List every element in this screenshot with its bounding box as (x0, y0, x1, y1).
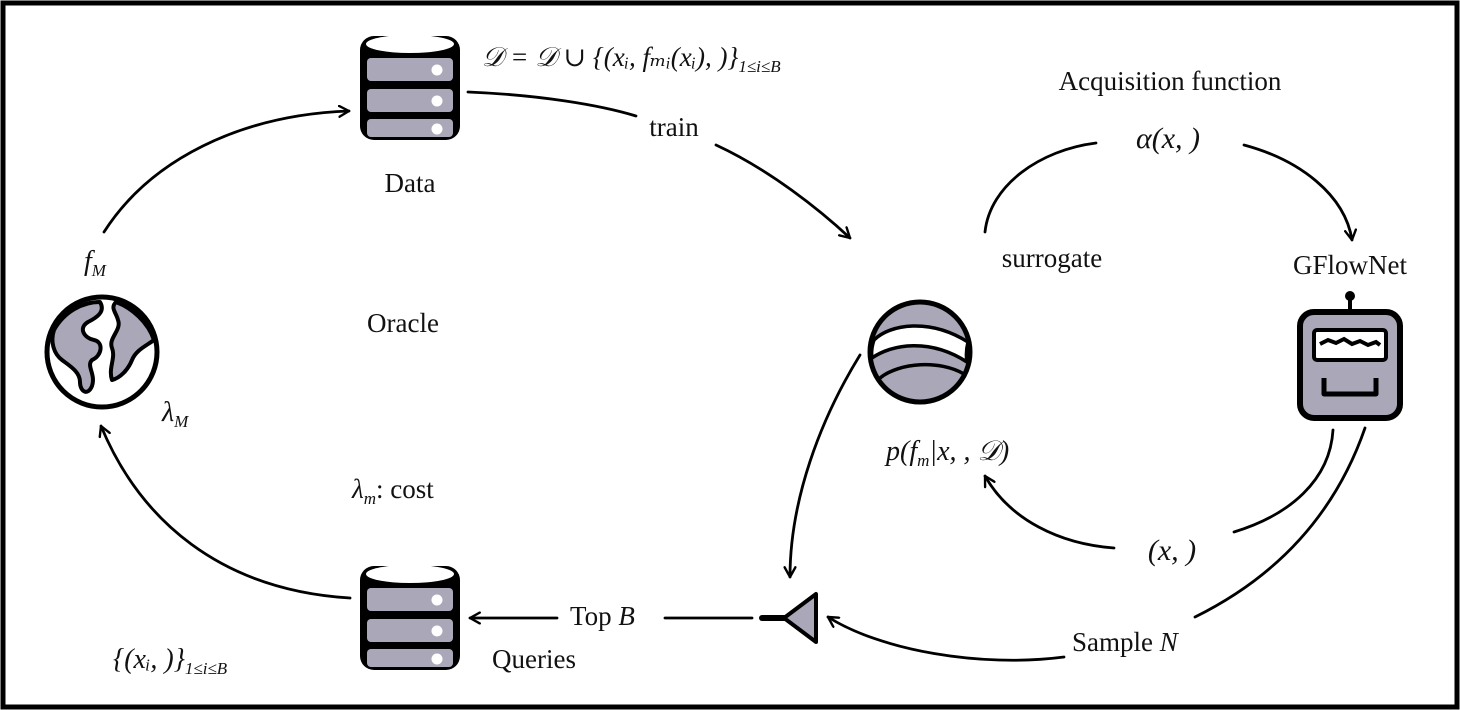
globe-icon (44, 294, 160, 410)
arrow-surrogate-to-funnel (790, 353, 862, 579)
arrow-oracle-to-data (102, 111, 351, 234)
top-b-label: Top B (570, 601, 635, 631)
funnel-icon (759, 592, 818, 644)
posterior-formula: p(fm|x, , 𝒟) (884, 436, 1009, 470)
database-icon (360, 35, 460, 140)
database-icon (360, 565, 460, 670)
acquisition-title: Acquisition function (1059, 66, 1282, 96)
candidate-label: (x, ) (1148, 534, 1196, 567)
arrow-queries-to-oracle (101, 424, 352, 600)
sample-label: Sample N (1072, 627, 1180, 657)
gflownet-label: GFlowNet (1293, 250, 1407, 280)
oracle-fidelity-label: fM (84, 246, 107, 280)
data-update-formula: 𝒟 = 𝒟 ∪ {(xᵢ, fₘᵢ(xᵢ), )}1≤i≤B (482, 42, 781, 76)
arc-surrogate-to-acquisition (983, 141, 1098, 234)
robot-icon (1297, 291, 1403, 421)
queries-label: Queries (492, 644, 576, 674)
query-set-formula: {(xᵢ, )}1≤i≤B (113, 644, 228, 678)
arrow-sample-to-funnel (826, 615, 1066, 662)
arrow-gflownet-to-sample (1193, 426, 1367, 619)
oracle-cost-label: λM (161, 397, 189, 431)
oracle-label: Oracle (367, 308, 439, 338)
data-label: Data (385, 168, 436, 198)
arrow-gflownet-to-candidate (1232, 428, 1335, 534)
train-label: train (649, 112, 699, 142)
arrow-acquisition-to-gflownet (1242, 143, 1352, 242)
surrogate-label: surrogate (1002, 243, 1102, 273)
arrow-data-to-train (466, 90, 638, 118)
ball-icon (867, 299, 973, 405)
cost-label: λm: cost (351, 474, 434, 508)
arrow-train-to-surrogate (714, 143, 852, 240)
arrow-candidate-to-posterior (983, 474, 1116, 550)
acquisition-function: α(x, ) (1136, 122, 1200, 155)
